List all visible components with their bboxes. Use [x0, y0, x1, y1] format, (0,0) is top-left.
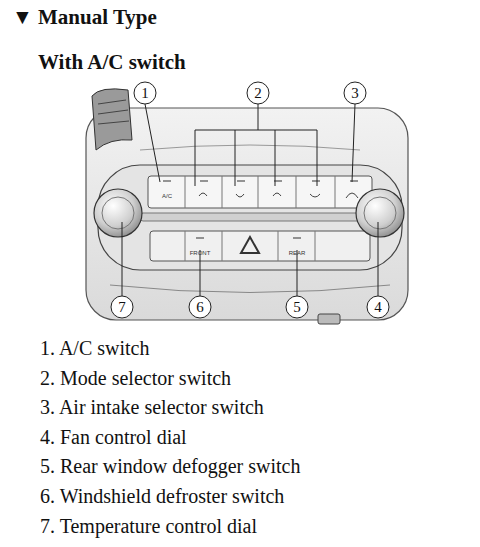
control-panel [94, 165, 404, 270]
callout-number: 4 [367, 296, 389, 318]
list-item: 2. Mode selector switch [40, 367, 231, 390]
callout-circles-part [344, 82, 366, 104]
leader-lines [122, 104, 378, 296]
callout-number: 3 [344, 82, 366, 104]
dashboard-part [110, 285, 390, 293]
list-item: 4. Fan control dial [40, 426, 187, 449]
subheading: With A/C switch [38, 50, 186, 75]
callout-circles-part [189, 296, 211, 318]
list-item: 5. Rear window defogger switch [40, 455, 301, 478]
control-panel-part [163, 180, 358, 181]
control-panel-part [148, 176, 372, 208]
leader-lines-part [122, 222, 123, 296]
dashboard [86, 89, 408, 324]
list-item: 7. Temperature control dial [40, 515, 257, 538]
button-label: A/C [162, 193, 172, 199]
control-panel-part [185, 231, 315, 261]
leader-lines-part [145, 104, 160, 182]
control-panel-part [356, 189, 404, 237]
control-panel-part [140, 213, 380, 221]
dashboard-part [140, 145, 360, 150]
callout-circles-part [367, 296, 389, 318]
control-panel-part [364, 197, 396, 229]
callout-circles-part [247, 82, 269, 104]
leader-lines-part [200, 250, 201, 296]
leader-lines-part [297, 250, 298, 296]
callout-circles-part [134, 82, 156, 104]
callout-circles-part [286, 296, 308, 318]
dashboard-part [86, 108, 408, 320]
list-item: 3. Air intake selector switch [40, 396, 264, 419]
control-panel-part [150, 231, 370, 261]
control-panel-part [102, 197, 134, 229]
callout-number: 5 [286, 296, 308, 318]
callout-circles-part [111, 296, 133, 318]
button-label: REAR [289, 250, 306, 256]
leader-lines-part [195, 104, 317, 186]
callout-circles [111, 82, 389, 318]
control-panel-part [199, 193, 358, 198]
dashboard-part [98, 100, 129, 124]
control-panel-part [241, 237, 259, 253]
dashboard-part [92, 89, 132, 150]
leader-lines-part [352, 104, 355, 182]
button-label: FRONT [190, 250, 211, 256]
callout-number: 6 [189, 296, 211, 318]
control-panel-part [94, 189, 142, 237]
dashboard-part [318, 314, 340, 324]
callout-number: 2 [247, 82, 269, 104]
leader-lines-part [378, 222, 379, 296]
callout-number: 7 [111, 296, 133, 318]
list-item: 6. Windshield defroster switch [40, 485, 284, 508]
list-item: 1. A/C switch [40, 337, 149, 360]
heading: ▼ Manual Type [12, 5, 157, 30]
callout-number: 1 [134, 82, 156, 104]
